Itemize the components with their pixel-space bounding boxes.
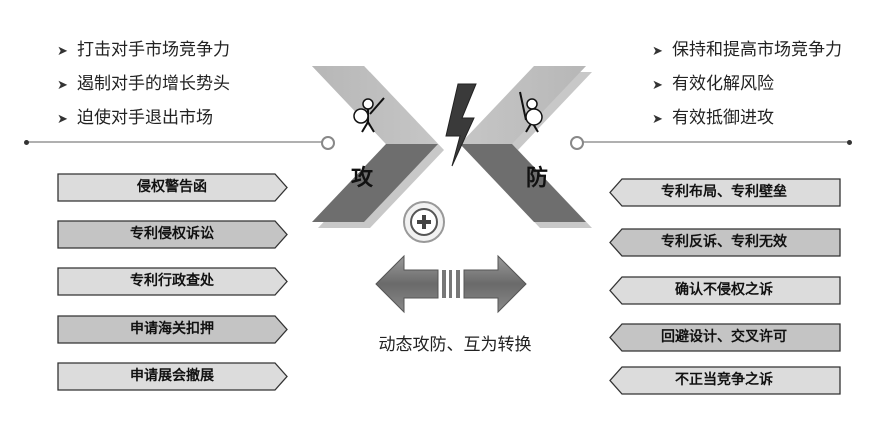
defense-goals-list: ➤保持和提高市场竞争力 ➤有效化解风险 ➤有效抵御进攻 (652, 34, 842, 136)
attack-measure-tag: 专利侵权诉讼 (57, 220, 288, 249)
arrow-bullet-icon: ➤ (57, 112, 68, 127)
list-item: ➤打击对手市场竞争力 (57, 34, 230, 68)
attack-measure-tag: 申请海关扣押 (57, 315, 288, 344)
attack-goals-list: ➤打击对手市场竞争力 ➤遏制对手的增长势头 ➤迫使对手退出市场 (57, 34, 230, 136)
list-item: ➤有效化解风险 (652, 68, 842, 102)
attack-measure-tag: 申请展会撤展 (57, 362, 288, 391)
arrow-bullet-icon: ➤ (652, 44, 663, 59)
list-item: ➤保持和提高市场竞争力 (652, 34, 842, 68)
attack-divider (28, 141, 326, 143)
defense-measure-tag: 确认不侵权之诉 (609, 276, 841, 305)
right-arrow-icon (456, 254, 527, 314)
attack-label: 攻 (351, 166, 374, 191)
defense-divider (582, 141, 848, 143)
defense-measure-tag: 专利反诉、专利无效 (609, 228, 841, 257)
list-item: ➤迫使对手退出市场 (57, 102, 230, 136)
divider-dot (24, 140, 29, 145)
divider-ring (321, 136, 335, 150)
arrow-bullet-icon: ➤ (57, 78, 68, 93)
defense-measure-tag: 回避设计、交叉许可 (609, 323, 841, 352)
defense-measure-tag: 不正当竞争之诉 (609, 366, 841, 395)
arrow-bullet-icon: ➤ (652, 112, 663, 127)
center-caption: 动态攻防、互为转换 (378, 335, 532, 355)
left-arrow-icon (375, 254, 452, 314)
plus-icon (403, 201, 445, 243)
list-item: ➤有效抵御进攻 (652, 102, 842, 136)
defense-measure-tag: 专利布局、专利壁垒 (609, 178, 841, 207)
attack-chevron (312, 66, 444, 228)
attack-measure-tag: 侵权警告函 (57, 173, 288, 202)
divider-ring (570, 136, 584, 150)
list-item: ➤遏制对手的增长势头 (57, 68, 230, 102)
defender-icon (519, 91, 543, 133)
divider-dot (847, 140, 852, 145)
attack-measure-tag: 专利行政查处 (57, 267, 288, 296)
arrow-bullet-icon: ➤ (57, 44, 68, 59)
arrow-bullet-icon: ➤ (652, 78, 663, 93)
defense-label: 防 (526, 166, 549, 191)
attacker-icon (353, 97, 385, 133)
lightning-icon (445, 83, 477, 167)
